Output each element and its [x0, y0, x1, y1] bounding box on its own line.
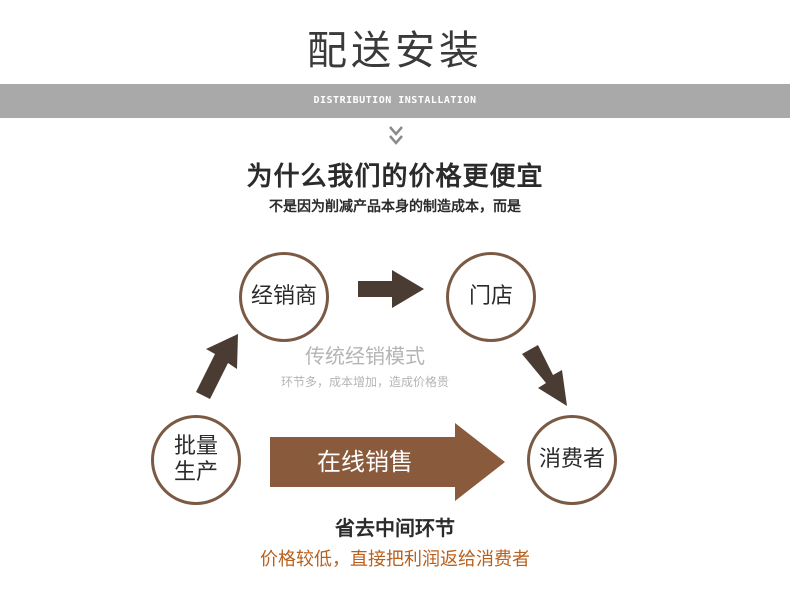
title-band	[0, 84, 790, 118]
arrow-producer-to-distributor	[196, 334, 238, 399]
node-distributor: 经销商	[239, 252, 329, 342]
node-store: 门店	[446, 252, 536, 342]
double-chevron-down-icon	[389, 126, 403, 145]
traditional-model-title: 传统经销模式	[305, 344, 425, 368]
node-producer-line1: 批量	[173, 433, 218, 459]
arrow-store-to-consumer	[522, 345, 567, 406]
node-producer-line2: 生产	[173, 460, 218, 485]
footer-subheading: 价格较低，直接把利润返给消费者	[260, 549, 530, 570]
arrow-online-sales	[270, 423, 505, 501]
arrow-distributor-to-store	[358, 270, 424, 308]
node-consumer: 消费者	[527, 415, 617, 505]
question-subheading: 不是因为削减产品本身的制造成本，而是	[269, 199, 521, 215]
online-sales-label: 在线销售	[317, 448, 413, 476]
footer-heading: 省去中间环节	[335, 516, 455, 540]
question-heading: 为什么我们的价格更便宜	[246, 162, 544, 192]
node-producer: 批量 生产	[151, 415, 241, 505]
page-title: 配送安装	[307, 28, 483, 74]
traditional-model-note: 环节多，成本增加，造成价格贵	[280, 375, 449, 389]
title-band-subtitle: DISTRIBUTION INSTALLATION	[313, 95, 477, 106]
